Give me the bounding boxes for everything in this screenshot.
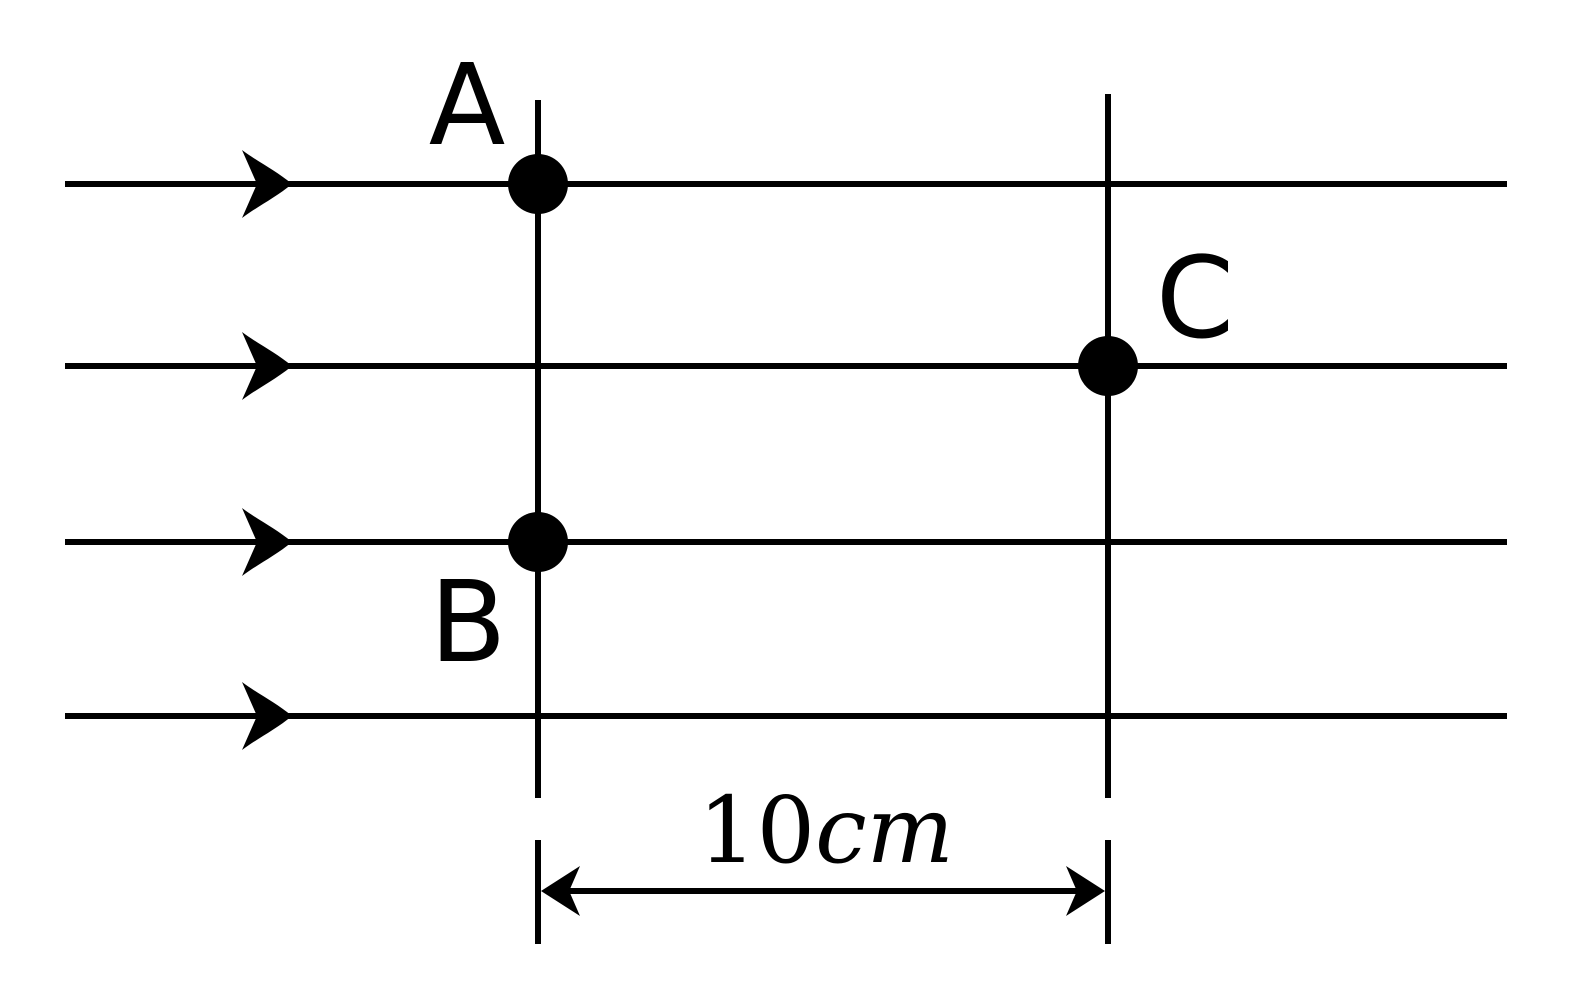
point-b-dot bbox=[508, 512, 568, 572]
point-label-a: A bbox=[429, 41, 506, 171]
point-label-c: C bbox=[1156, 234, 1234, 364]
dimension-value: 10 bbox=[698, 777, 815, 884]
arrow-right-icon bbox=[1066, 866, 1105, 916]
field-arrows bbox=[242, 150, 292, 750]
point-c-dot bbox=[1078, 336, 1138, 396]
arrow-right-icon bbox=[242, 682, 292, 750]
vertical-lines bbox=[535, 94, 1111, 798]
dimension-marker bbox=[535, 840, 1111, 944]
point-label-b: B bbox=[430, 558, 507, 688]
dimension-label: 10cm bbox=[698, 777, 954, 884]
arrow-right-icon bbox=[242, 332, 292, 400]
arrow-right-icon bbox=[242, 150, 292, 218]
point-a-dot bbox=[508, 154, 568, 214]
arrow-left-icon bbox=[541, 866, 580, 916]
dimension-unit: cm bbox=[815, 777, 954, 884]
field-lines bbox=[65, 181, 1507, 719]
arrow-right-icon bbox=[242, 508, 292, 576]
